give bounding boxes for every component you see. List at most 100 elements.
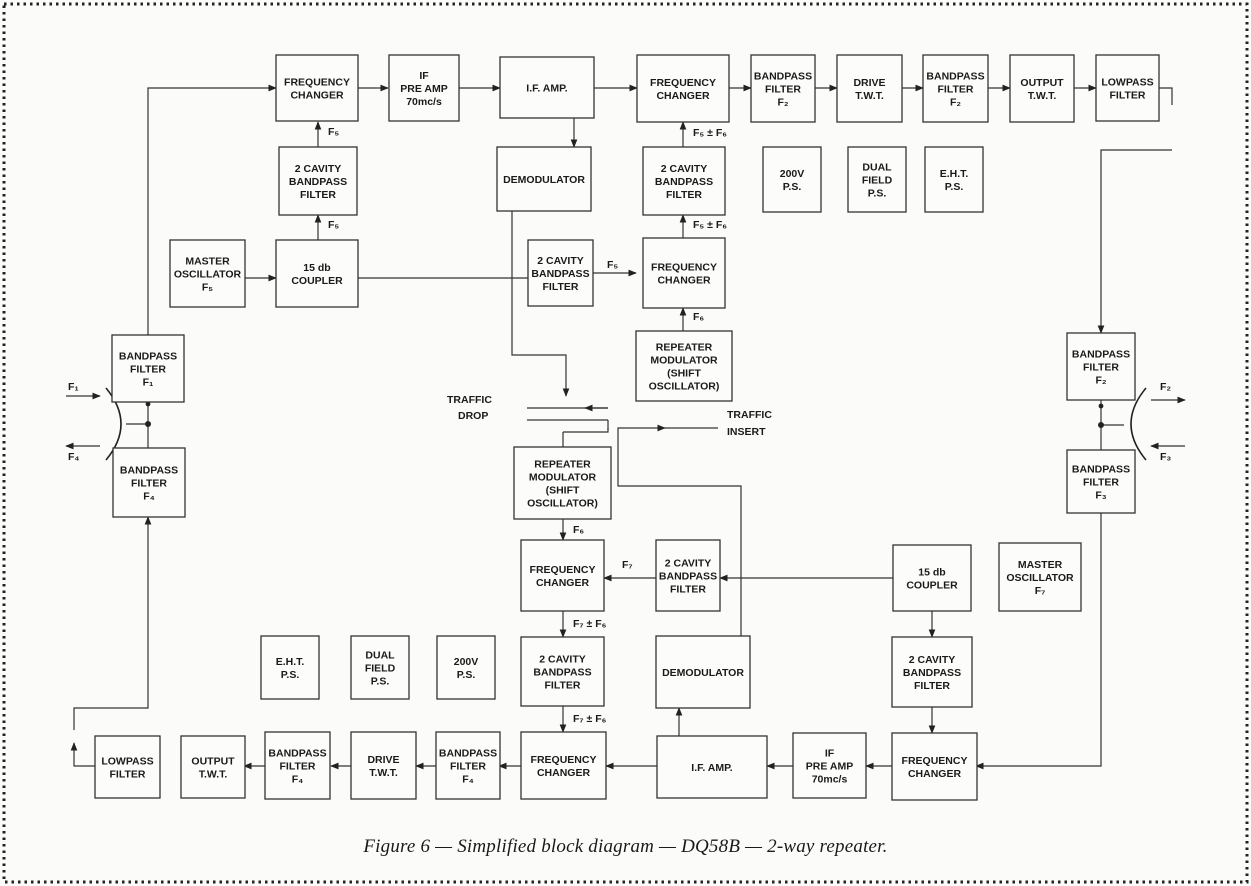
block-text: BANDPASS	[268, 748, 326, 760]
block-text: DUAL	[365, 650, 395, 662]
block-text: FILTER	[670, 584, 706, 596]
block-text: F₄	[143, 491, 154, 503]
block-text: BANDPASS	[289, 176, 347, 188]
block-text: FREQUENCY	[902, 755, 968, 767]
block-text: FILTER	[1083, 477, 1119, 489]
block-text: REPEATER	[534, 459, 591, 471]
block-text: FILTER	[1083, 362, 1119, 374]
block-text: FREQUENCY	[651, 262, 717, 274]
block-demodulator: DEMODULATOR	[655, 635, 751, 709]
block-text: DEMODULATOR	[503, 174, 585, 186]
block-text: T.W.T.	[855, 90, 884, 102]
block-text: T.W.T.	[369, 767, 398, 779]
block-text: OSCILLATOR)	[649, 381, 720, 393]
signal-label: F₅	[607, 259, 618, 271]
block-text: MASTER	[1018, 559, 1063, 571]
block-text: FILTER	[450, 761, 486, 773]
block-text: MODULATOR	[529, 472, 597, 484]
block-text: BANDPASS	[1072, 349, 1130, 361]
signal-label: F₅	[328, 219, 339, 231]
block-text: OUTPUT	[1020, 77, 1064, 89]
block-text: 200V	[454, 656, 479, 668]
signal-label: TRAFFIC	[727, 409, 772, 421]
block-text: P.S.	[868, 188, 887, 200]
block-text: FILTER	[300, 189, 336, 201]
block-e-h-t-p-s: E.H.T.P.S.	[924, 146, 984, 213]
block-text: 2 CAVITY	[539, 654, 585, 666]
block-text: OSCILLATOR	[174, 269, 242, 281]
block-text: F₂	[1095, 375, 1106, 387]
signal-label: F₃	[1160, 451, 1171, 463]
block-text: P.S.	[281, 669, 300, 681]
signal-label: F₁	[68, 381, 79, 393]
signal-label: F₅ ± F₆	[693, 127, 727, 139]
signal-label: TRAFFIC	[447, 394, 492, 406]
block-text: F₁	[143, 377, 154, 389]
block-text: P.S.	[371, 676, 390, 688]
block-text: BANDPASS	[120, 465, 178, 477]
block-text: DRIVE	[853, 77, 885, 89]
block-text: OSCILLATOR)	[527, 498, 598, 510]
block-text: BANDPASS	[1072, 464, 1130, 476]
block-text: E.H.T.	[940, 168, 969, 180]
signal-label: F₄	[68, 451, 79, 463]
block-i-f-amp: I.F. AMP.	[499, 56, 595, 119]
block-text: PRE AMP	[400, 83, 447, 95]
block-text: FILTER	[666, 189, 702, 201]
block-text: (SHIFT	[667, 368, 701, 380]
block-text: COUPLER	[906, 580, 958, 592]
block-text: P.S.	[457, 669, 476, 681]
block-text: OUTPUT	[191, 756, 235, 768]
block-text: FIELD	[365, 663, 396, 675]
signal-label: F₅ ± F₆	[693, 219, 727, 231]
block-text: I.F. AMP.	[691, 762, 733, 774]
block-text: FILTER	[545, 680, 581, 692]
block-e-h-t-p-s: E.H.T.P.S.	[260, 635, 320, 700]
block-text: IF	[825, 748, 835, 760]
block-text: BANDPASS	[926, 71, 984, 83]
block-text: FILTER	[765, 84, 801, 96]
block-text: FIELD	[862, 175, 893, 187]
block-text: FILTER	[543, 281, 579, 293]
block-text: 15 db	[918, 567, 945, 579]
block-text: FILTER	[130, 364, 166, 376]
block-text: (SHIFT	[546, 485, 580, 497]
block-text: BANDPASS	[903, 667, 961, 679]
block-text: BANDPASS	[439, 748, 497, 760]
block-text: 2 CAVITY	[295, 163, 341, 175]
signal-label: F₂	[1160, 381, 1171, 393]
block-text: F₇	[1035, 585, 1046, 597]
block-text: T.W.T.	[1028, 90, 1057, 102]
signal-label: F₆	[573, 524, 584, 536]
block-text: BANDPASS	[533, 667, 591, 679]
signal-label: DROP	[458, 410, 488, 422]
block-text: MODULATOR	[650, 355, 718, 367]
block-text: E.H.T.	[276, 656, 305, 668]
block-text: I.F. AMP.	[526, 83, 568, 95]
signal-paths	[65, 84, 1186, 770]
block-text: LOWPASS	[101, 756, 153, 768]
